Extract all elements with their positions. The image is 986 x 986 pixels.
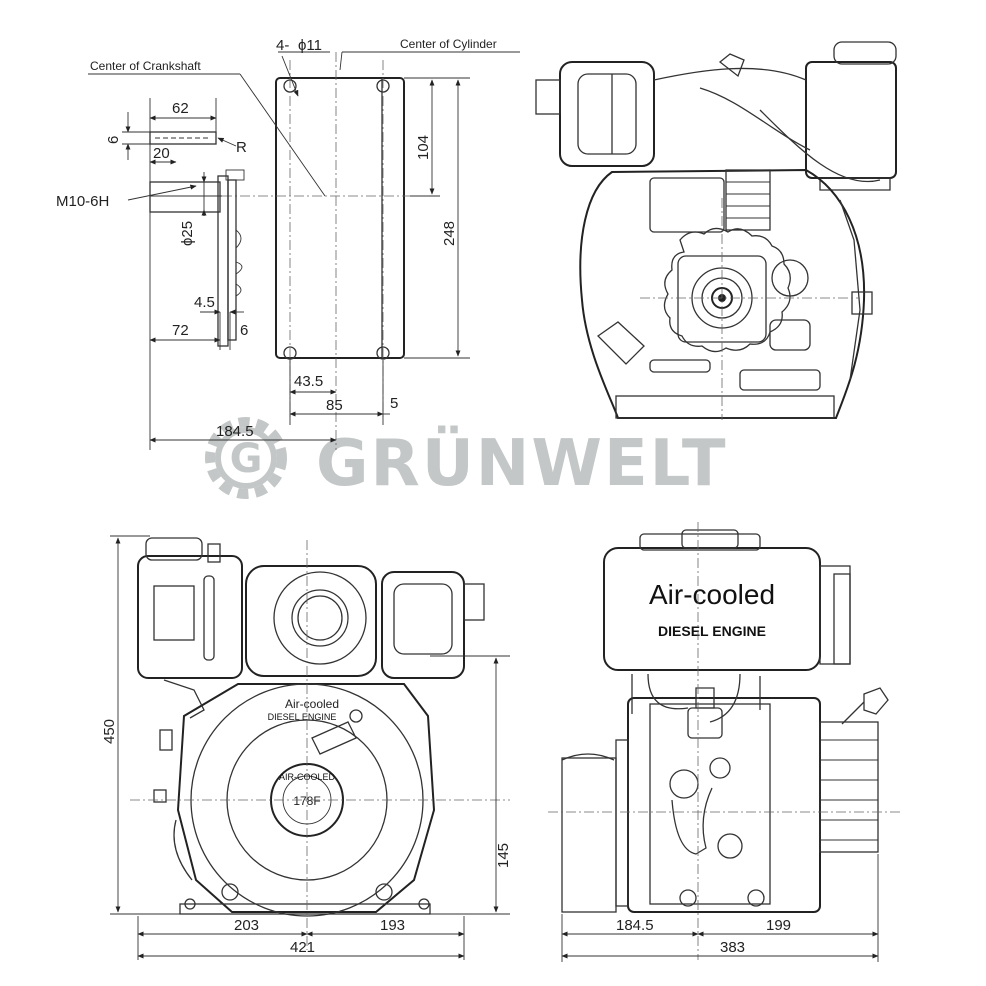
cylinder-center-label: Center of Cylinder [400,37,497,51]
mounting-view: Center of Crankshaft Center of Cylinder … [56,37,520,450]
dim-184-5-top: 184.5 [216,423,254,440]
hole-diameter-label: ϕ11 [298,37,322,54]
dim-72: 72 [172,322,189,339]
dim-6-top: 6 [105,136,122,144]
dim-145: 145 [495,843,512,868]
dim-85: 85 [326,397,343,414]
dim-62: 62 [172,100,189,117]
dim-203: 203 [234,917,259,934]
gear-logo-icon: G [205,417,287,499]
dim-5: 5 [390,395,398,412]
front-view: 178F AIR-COOLED Air-cooled DIESEL ENGINE… [101,535,512,960]
brand-watermark: G GRÜNWELT [205,417,728,501]
brand-name: GRÜNWELT [316,425,728,501]
radius-label: R [236,139,247,156]
shaft-diameter-label: ϕ25 [179,221,196,246]
dim-248: 248 [441,221,458,246]
dim-4-5: 4.5 [194,294,215,311]
dim-6-low: 6 [240,322,248,339]
tank-label-line1: Air-cooled [649,579,775,610]
side-view: Air-cooled DIESEL ENGINE [548,522,900,962]
dim-20: 20 [153,145,170,162]
thread-label: M10-6H [56,193,109,210]
dim-43-5: 43.5 [294,373,323,390]
dim-193: 193 [380,917,405,934]
rear-view [535,41,897,420]
dim-184-5-side: 184.5 [616,917,654,934]
logo-letter: G [230,436,263,482]
front-badge-line2: DIESEL ENGINE [268,712,337,722]
dim-421: 421 [290,939,315,956]
dim-104: 104 [415,135,432,160]
holes-count-label: 4- [276,37,289,54]
tank-label-line2: DIESEL ENGINE [658,623,766,639]
front-badge-line1: Air-cooled [285,697,339,711]
crankshaft-center-label: Center of Crankshaft [90,59,201,73]
dim-383: 383 [720,939,745,956]
dim-450: 450 [101,719,118,744]
dim-199: 199 [766,917,791,934]
